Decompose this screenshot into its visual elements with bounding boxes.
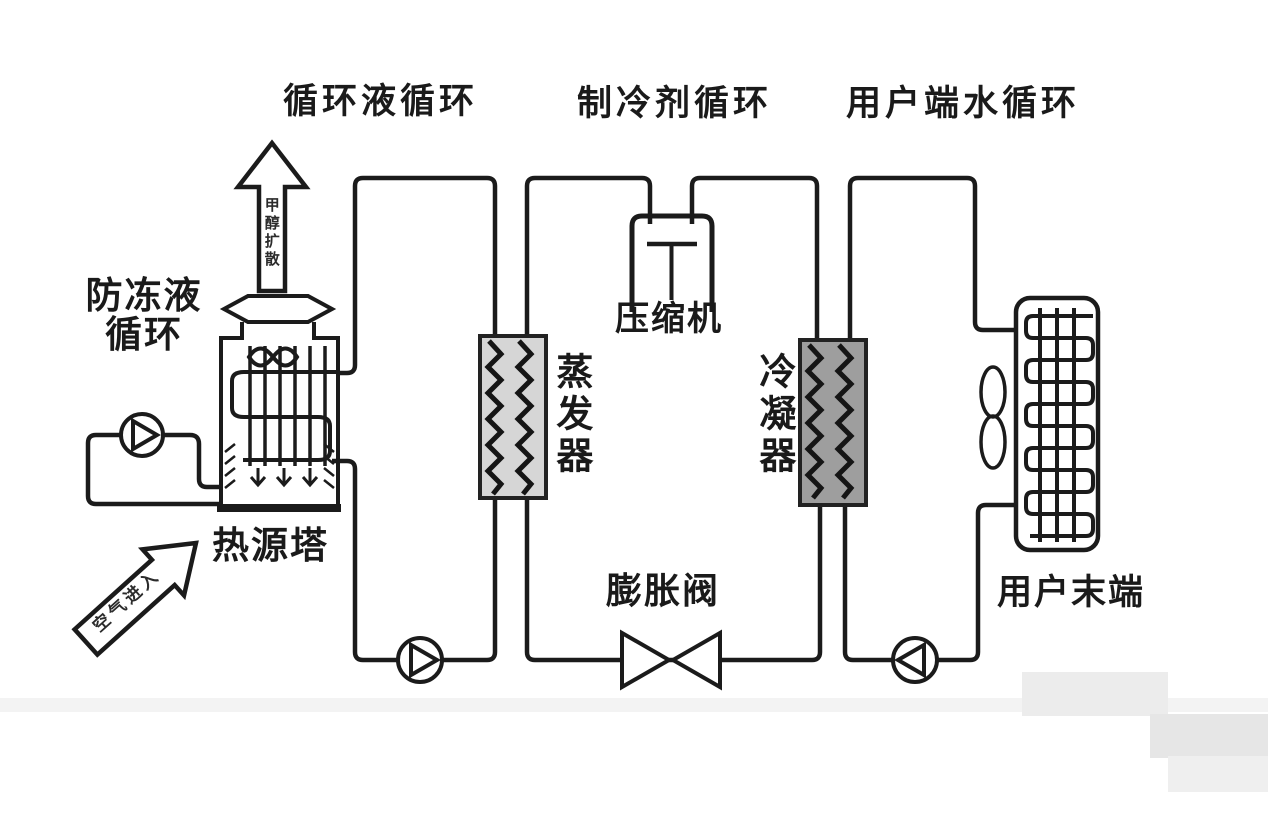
compressor-icon [629, 213, 715, 312]
antifreeze-label-line1: 防冻液 [85, 274, 203, 317]
air-inlet-arrow-icon [71, 540, 199, 658]
user-water-loop-pipes [842, 175, 1016, 663]
methanol-diffusion-arrow-text: 甲醇扩散 [262, 197, 281, 269]
antifreeze-pump-icon [119, 412, 165, 458]
terminal-fan-icon [979, 365, 1007, 470]
expansion-valve-label: 膨胀阀 [606, 571, 721, 612]
user-terminal-label: 用户末端 [997, 573, 1146, 613]
heat-source-tower-icon [217, 294, 341, 512]
condenser-icon [798, 338, 868, 507]
watermark [0, 672, 1268, 792]
evaporator-label: 蒸发器 [549, 352, 593, 478]
heat-source-tower-label: 热源塔 [212, 524, 329, 567]
spray-nozzles-icon [249, 468, 319, 488]
evaporator-icon [478, 334, 548, 500]
loop-label-refrigerant: 制冷剂循环 [577, 84, 773, 124]
loop-label-antifreeze: 防冻液 循环 [60, 274, 228, 356]
circulating-liquid-loop-pipes [332, 175, 498, 663]
condenser-label: 冷凝器 [752, 352, 796, 478]
tower-fan-icon [246, 346, 300, 368]
loop-label-user-side-water: 用户端水循环 [846, 84, 1081, 124]
circulating-pump-icon [396, 636, 444, 684]
methanol-diffusion-arrow-icon [233, 139, 311, 294]
compressor-label: 压缩机 [615, 299, 723, 339]
antifreeze-label-line2: 循环 [105, 312, 183, 356]
user-water-pump-icon [891, 636, 939, 684]
fan-coil-unit-icon [979, 295, 1101, 553]
expansion-valve-icon [620, 629, 722, 691]
loop-label-circulating-liquid: 循环液循环 [283, 82, 479, 122]
